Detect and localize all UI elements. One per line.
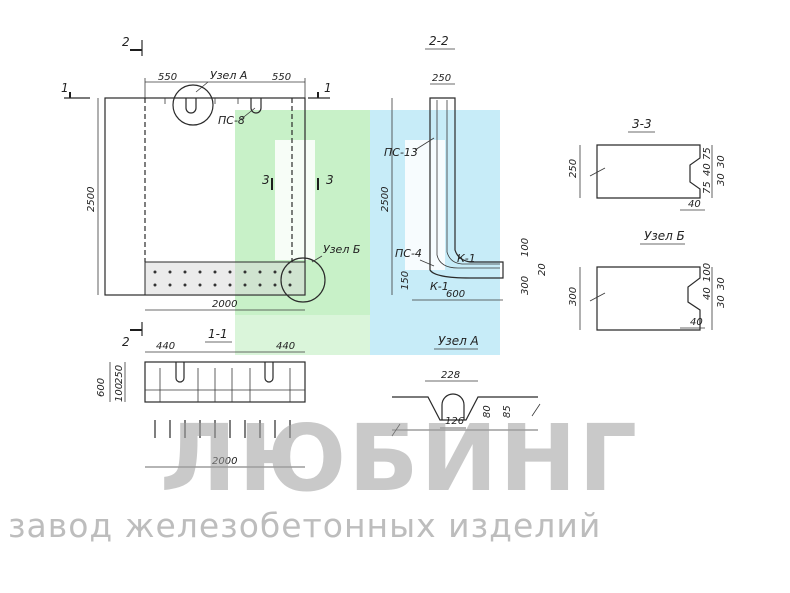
s22-dim-base: 600 [446, 289, 465, 300]
uzelA-break-left [391, 423, 401, 437]
dim-top-right: 550 [272, 72, 291, 83]
watermark-logo [235, 110, 500, 355]
label-ps8: ПС-8 [218, 114, 245, 127]
label-uzelB: Узел Б [323, 243, 360, 256]
s22-dim-300: 300 [520, 276, 531, 295]
leader-ps8 [239, 107, 256, 121]
s22-leader-ps13 [414, 137, 435, 151]
s33-dim-b40: 40 [688, 199, 701, 210]
s22-inner-rebar [436, 100, 500, 269]
uzelA-loop [441, 393, 465, 420]
s22-dim-150: 150 [400, 271, 411, 290]
s22-label-ps4: ПС-4 [395, 247, 422, 260]
uzelA-detail-circle [172, 84, 214, 126]
uzelB-detail: Узел Б 300 100 40 30 30 40 [568, 229, 727, 331]
cut-3-right-label: 3 [326, 173, 334, 187]
label-uzelA: Узел А [210, 69, 247, 82]
front-base-dots [153, 270, 292, 287]
cut-2-top-label: 2 [122, 35, 130, 49]
uzelB-detail-circle [280, 257, 326, 303]
s11-foot-dashes [154, 420, 291, 438]
s33-dim-40: 40 [702, 163, 713, 176]
uzelB-profile [596, 266, 701, 331]
uzelB-dim-b40: 40 [690, 317, 703, 328]
uzelB-dim-30b: 30 [716, 295, 727, 308]
s11-loop-right [264, 362, 274, 383]
s22-label-ps13: ПС-13 [384, 146, 418, 159]
s22-dim-100: 100 [520, 238, 531, 257]
leader-uzelA [195, 81, 209, 93]
cut-1-right-label: 1 [324, 81, 332, 95]
s11-dim-left: 440 [156, 341, 175, 352]
uzelB-dim-30a: 30 [716, 277, 727, 290]
s33-profile [596, 144, 701, 199]
leader-uzelB [311, 255, 323, 263]
s22-profile [429, 97, 504, 279]
front-loop-right [250, 98, 262, 114]
front-view: 550 550 2500 2000 Узел А ПС-8 Узел Б 2 2… [61, 35, 360, 349]
dim-height: 2500 [86, 187, 97, 212]
s22-label-k1a: К-1 [457, 252, 476, 265]
s33-break [589, 167, 606, 177]
uzelB-break [589, 292, 606, 302]
s11-dim-right: 440 [276, 341, 295, 352]
s22-leader-ps4 [419, 259, 435, 267]
s11-loop-left [175, 362, 185, 383]
section-1-1-title: 1-1 [208, 327, 228, 341]
cut-1-left-label: 1 [61, 81, 69, 95]
s11-rebar-verticals [159, 368, 291, 402]
section-2-2-title: 2-2 [429, 34, 449, 48]
uzelB-dim-40: 40 [702, 287, 713, 300]
uzelB-dim-h: 300 [568, 287, 579, 306]
uzelA-dim-85: 85 [502, 405, 513, 418]
s22-label-k1b: К-1 [430, 280, 449, 293]
cut-2-bottom-label: 2 [122, 335, 130, 349]
uzelB-dim-100: 100 [702, 263, 713, 282]
front-loop-left [185, 98, 197, 114]
s11-dim-width: 2000 [212, 456, 237, 467]
uzelB-title: Узел Б [644, 229, 685, 243]
section-3-3-title: 3-3 [632, 117, 652, 131]
watermark-brand: ЛЮБИНГ [160, 405, 639, 512]
dim-top-left: 550 [158, 72, 177, 83]
s22-dim-20: 20 [537, 263, 548, 276]
uzelA-profile [392, 396, 538, 421]
uzelA-dim-228: 228 [441, 370, 460, 381]
uzelA-break-right [531, 403, 541, 417]
s33-dim-75a: 75 [702, 147, 713, 160]
s33-dim-75b: 75 [702, 181, 713, 194]
section-1-1: 1-1 440 440 600 250 100 2000 [96, 327, 306, 468]
front-base-rib [144, 261, 306, 296]
section-3-3: 3-3 250 75 40 75 30 30 40 [568, 117, 727, 211]
watermark-blue-inner [405, 140, 445, 270]
s11-dim-h: 600 [96, 378, 107, 397]
s33-dim-h: 250 [568, 159, 579, 178]
s11-body [144, 361, 306, 403]
uzelA-detail: Узел А 228 80 85 126 [391, 334, 541, 437]
s11-dim-h1: 250 [114, 365, 125, 384]
watermark-green-foot [235, 315, 370, 355]
uzelA-dim-126: 126 [445, 416, 464, 427]
watermark-subtitle: завод железобетонных изделий [8, 506, 601, 545]
s33-dim-30b: 30 [716, 173, 727, 186]
s22-inner-rebar2 [446, 100, 500, 265]
uzelA-dim-80: 80 [482, 405, 493, 418]
cut-3-left-label: 3 [262, 173, 270, 187]
uzelA-title: Узел А [438, 334, 479, 348]
watermark-green-inner [275, 140, 315, 260]
dim-width: 2000 [212, 299, 237, 310]
section-2-2: 2-2 250 2500 600 100 20 300 150 ПС-13 ПС… [380, 34, 548, 301]
s22-dim-h: 2500 [380, 187, 391, 212]
s11-dim-h2: 100 [114, 383, 125, 402]
s33-dim-30a: 30 [716, 155, 727, 168]
s22-dim-top: 250 [432, 73, 451, 84]
